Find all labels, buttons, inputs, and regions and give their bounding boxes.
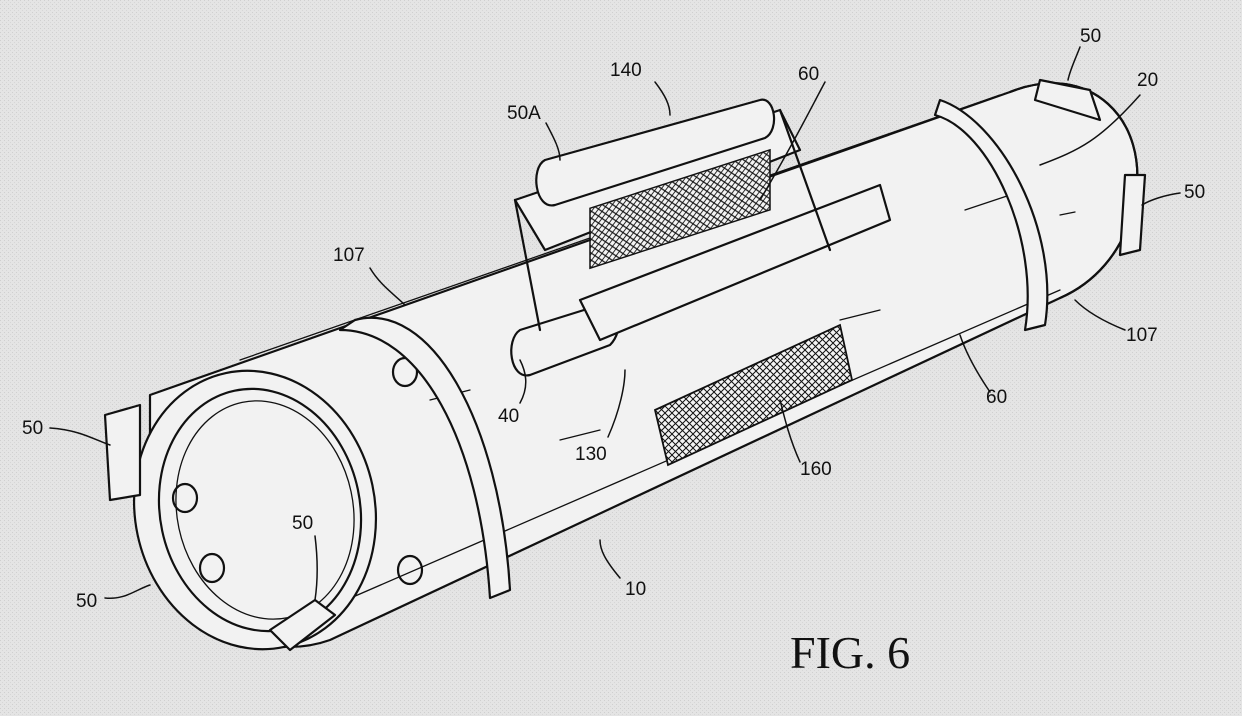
center-handle xyxy=(513,98,892,342)
label-130: 130 xyxy=(575,444,607,465)
label-20: 20 xyxy=(1137,70,1158,91)
grommet xyxy=(171,482,199,514)
label-50-front-inner: 50 xyxy=(292,513,313,534)
mesh-panel xyxy=(653,323,854,467)
grommet xyxy=(396,554,424,586)
front-opening xyxy=(132,356,424,651)
label-50-front-left: 50 xyxy=(22,418,43,439)
label-50-rear-top: 50 xyxy=(1080,26,1101,47)
reference-numerals: 50 50 50 107 40 130 50A 140 60 50 20 50 … xyxy=(22,26,1205,612)
grommet xyxy=(198,552,226,584)
label-140: 140 xyxy=(610,60,642,81)
label-50a: 50A xyxy=(507,103,541,124)
end-handles xyxy=(103,78,1147,652)
strap-front xyxy=(338,316,512,600)
label-60-side: 60 xyxy=(986,387,1007,408)
leader-lines xyxy=(49,46,1181,601)
label-107-rear: 107 xyxy=(1126,325,1158,346)
strap-rear xyxy=(933,98,1049,332)
label-50-rear-right: 50 xyxy=(1184,182,1205,203)
label-160: 160 xyxy=(800,459,832,480)
label-107-front: 107 xyxy=(333,245,365,266)
label-10: 10 xyxy=(625,579,646,600)
figure-label: FIG. 6 xyxy=(790,627,910,678)
grip-sleeve xyxy=(535,98,776,207)
label-40: 40 xyxy=(498,406,519,427)
label-50-front-bottom: 50 xyxy=(76,591,97,612)
label-60-top: 60 xyxy=(798,64,819,85)
